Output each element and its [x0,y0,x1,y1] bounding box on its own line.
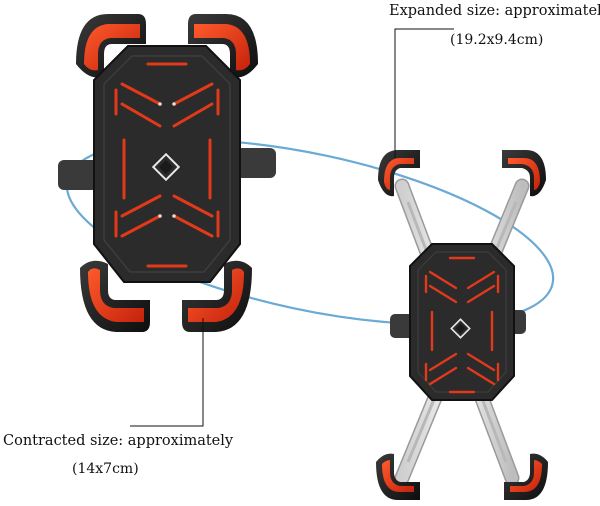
expanded-center-diamond [450,318,471,339]
contracted-size-label: Contracted size: approximately [3,433,234,449]
contracted-center-diamond [151,152,181,182]
claw-bottom-left [80,260,150,332]
claw-top-right [502,150,546,197]
claw-bottom-right [504,453,548,500]
claw-top-left [378,150,420,197]
contracted-holder [58,14,276,332]
expanded-size-dimensions: (19.2x9.4cm) [450,32,544,48]
handlebar-right-stub [236,148,276,178]
contracted-size-dimensions: (14x7cm) [72,461,139,477]
claw-bottom-right [182,260,252,332]
contracted-accent-marks [114,62,220,268]
expanded-accent-marks [424,256,500,394]
claw-top-left [76,14,146,78]
expanded-size-label: Expanded size: approximately [389,3,600,19]
expanded-holder [376,150,548,500]
claw-top-right [188,14,258,78]
contracted-leader-line [130,318,204,427]
handlebar-left-stub [58,160,98,190]
claw-bottom-left [376,453,420,500]
expanded-leader-line [394,28,454,158]
